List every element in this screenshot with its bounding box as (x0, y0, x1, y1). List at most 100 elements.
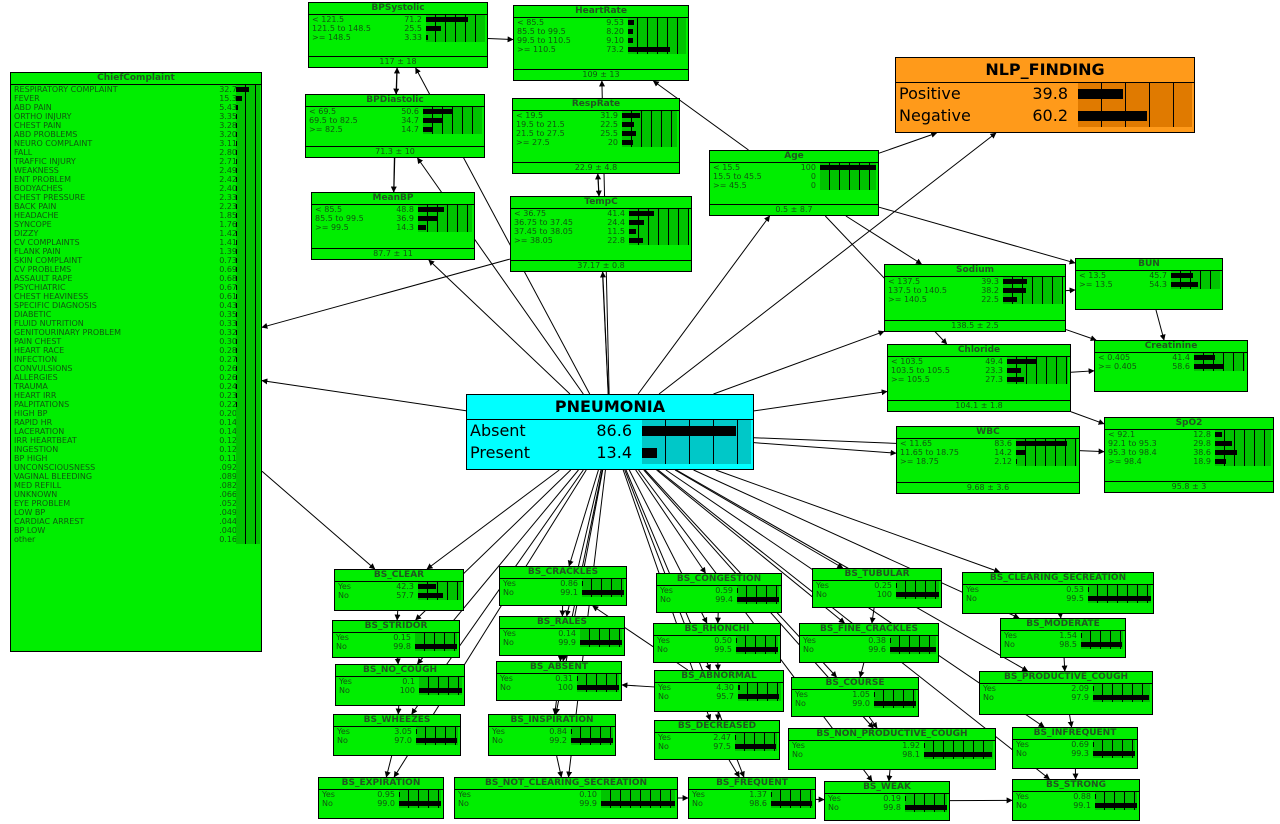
state-label: UNCONSCIOUSNESS (14, 463, 96, 472)
probability-bar (1171, 282, 1198, 287)
edge-bs-wheezes-to-bs-expiration (384, 755, 393, 778)
state-probability: 14.7 (401, 125, 419, 134)
probability-bar (1215, 459, 1226, 464)
state-probability: 100 (557, 683, 573, 692)
state-probability: 22.5 (600, 120, 618, 129)
probability-bar-track (236, 508, 260, 517)
probability-bar-track (236, 427, 260, 436)
state-label: 95.3 to 98.4 (1108, 448, 1157, 457)
probability-bar-track (628, 36, 686, 45)
state-probability: 99.2 (549, 736, 567, 745)
state-row: UNKNOWN.066 (11, 490, 261, 499)
probability-bar (426, 35, 428, 40)
edge-pneumonia-to-bs-congestion (635, 469, 706, 574)
state-probability: 1.42 (219, 229, 237, 238)
state-probability: .052 (219, 499, 237, 508)
state-label: 69.5 to 82.5 (309, 116, 358, 125)
state-label: >= 110.5 (517, 45, 556, 54)
state-probability: 0.95 (377, 790, 395, 799)
probability-bar-track (236, 517, 260, 526)
probability-bar-track (1171, 271, 1220, 280)
state-label: SKIN COMPLAINT (14, 256, 83, 265)
state-probability: 99.8 (393, 642, 411, 651)
state-label: GENITOURINARY PROBLEM (14, 328, 122, 337)
state-probability: 58.6 (1172, 362, 1190, 371)
node-title: BS_STRONG (1013, 780, 1139, 792)
probability-bar-track (1093, 749, 1135, 758)
state-probability: 2.49 (219, 166, 237, 175)
state-probability: 9.53 (606, 18, 624, 27)
state-probability: 0.28 (219, 346, 237, 355)
state-label: 85.5 to 99.5 (315, 214, 364, 223)
probability-bar-track (1007, 375, 1068, 384)
edge-pneumonia-to-mean-bp (428, 259, 571, 395)
state-probability: 2.47 (713, 733, 731, 742)
probability-bar (418, 584, 437, 589)
probability-bar-track (890, 636, 936, 645)
probability-bar (622, 140, 633, 145)
state-probability: 0.53 (1066, 585, 1084, 594)
edge-bs-non-productive-cough-to-bs-weak (886, 769, 893, 782)
edge-bs-clear-to-bs-stridor (394, 610, 401, 621)
state-probability: 73.2 (606, 45, 624, 54)
state-probability: 0.69 (1071, 740, 1089, 749)
state-label: Yes (983, 684, 996, 693)
probability-bar-track (642, 420, 751, 442)
state-label: 15.5 to 45.5 (713, 172, 762, 181)
node-mean-value: 22.9 ± 4.8 (513, 162, 679, 173)
state-probability: 23.3 (985, 366, 1003, 375)
state-label: Yes (336, 633, 349, 642)
